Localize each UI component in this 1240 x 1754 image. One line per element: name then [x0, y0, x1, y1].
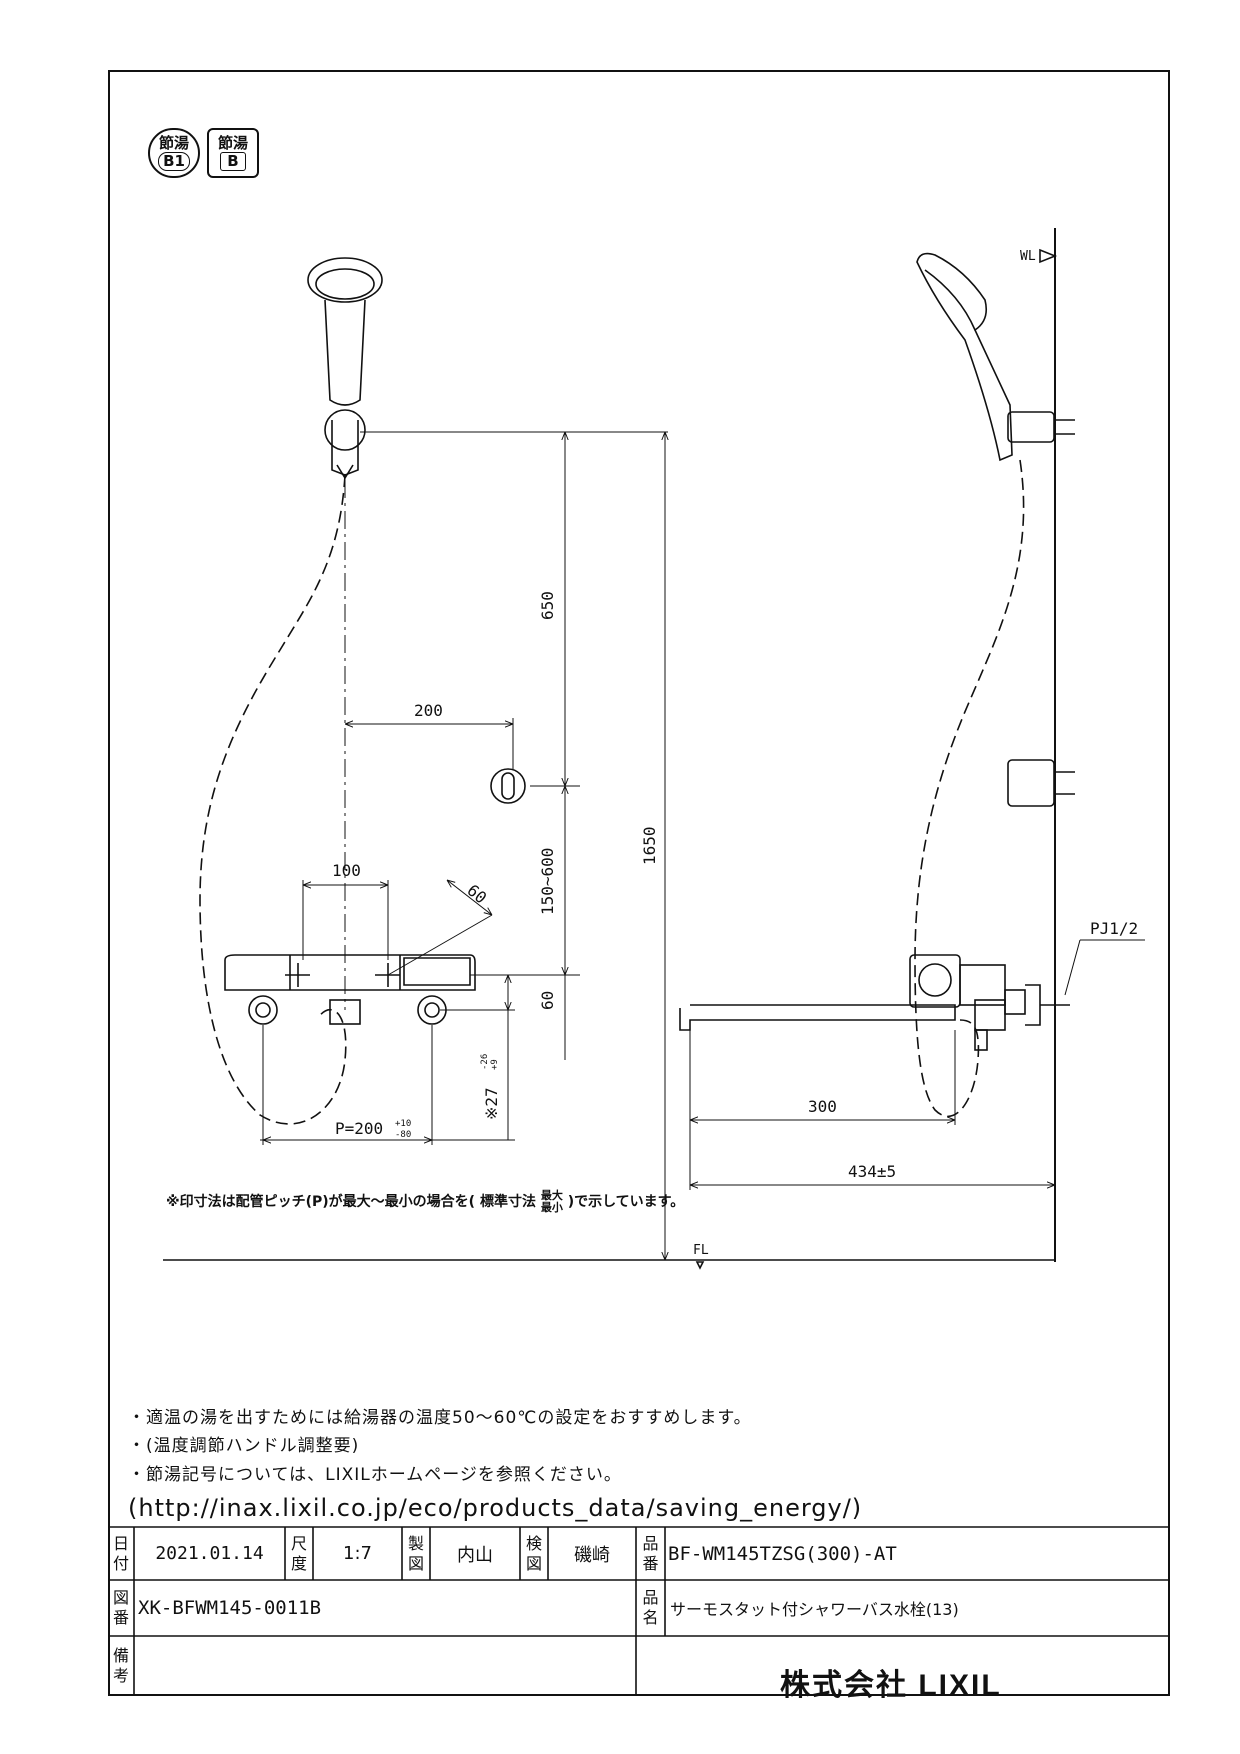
dim-27-tol-top: +9: [490, 1059, 500, 1070]
note-line-1: ・適温の湯を出すためには給湯器の温度50～60℃の設定をおすすめします。: [128, 1408, 752, 1428]
dim-100: 100: [332, 861, 361, 880]
dim-434: 434±5: [848, 1162, 896, 1181]
reference-url: (http://inax.lixil.co.jp/eco/products_da…: [128, 1494, 863, 1522]
product-name-label: 品名: [642, 1588, 659, 1627]
note-line-3: ・節湯記号については、LIXILホームページを参照ください。: [128, 1465, 622, 1485]
drawing-no-label: 図番: [112, 1588, 129, 1627]
label-fl: FL: [693, 1243, 709, 1258]
drawing-frame: [108, 70, 1170, 1696]
checked-label: 検図: [525, 1533, 542, 1573]
shower-head-side: [916, 252, 1013, 462]
checked-value: 磯崎: [574, 1544, 610, 1566]
dim-27: ※27: [482, 1087, 501, 1120]
note-line-2: ・(温度調節ハンドル調整要): [128, 1436, 360, 1456]
product-name-value: サーモスタット付シャワーバス水栓(13): [670, 1600, 959, 1619]
note-suffix: )で示しています。: [567, 1194, 685, 1210]
shower-hose-front: [199, 474, 347, 1125]
label-wl: WL: [1020, 249, 1036, 264]
scale-label: 尺度: [290, 1533, 307, 1573]
badge-line2: B1: [158, 152, 190, 171]
drawing-no-value: XK-BFWM145-0011B: [138, 1597, 322, 1619]
dim-27-tol-bot: -26: [480, 1054, 490, 1070]
dim-pitch-tol-top: +10: [395, 1119, 411, 1129]
shower-hose-side: [914, 459, 1025, 1117]
badge-line1: 節湯: [217, 134, 248, 152]
remarks-label: 備考: [112, 1646, 129, 1685]
dim-60-angle: 60: [463, 881, 490, 908]
note-prefix: ※印寸法は配管ピッチ(P)が最大～最小の場合を(: [166, 1194, 476, 1210]
date-value: 2021.01.14: [155, 1543, 264, 1564]
dimension-note: ※印寸法は配管ピッチ(P)が最大～最小の場合を( 標準寸法 最大 最小 )で示し…: [166, 1190, 684, 1214]
water-saving-badge-b: 節湯 B: [207, 128, 259, 178]
badge-line1: 節湯: [158, 134, 189, 152]
dim-pitch: P=200: [335, 1119, 383, 1138]
dim-200: 200: [414, 701, 443, 720]
shower-holder-front: [324, 409, 366, 480]
note-std: 標準寸法: [479, 1194, 536, 1210]
mixer-body-side: [909, 954, 1070, 1051]
date-label: 日付: [112, 1533, 129, 1573]
badge-line2: B: [220, 152, 246, 171]
dim-60: 60: [538, 991, 557, 1010]
mixer-body-front: [224, 954, 476, 1025]
dim-1650: 1650: [640, 826, 659, 865]
drawn-label: 製図: [407, 1533, 424, 1573]
spout-side: [679, 1004, 956, 1031]
dim-650: 650: [538, 591, 557, 620]
dim-300: 300: [808, 1097, 837, 1116]
label-pj: PJ1/2: [1090, 919, 1138, 938]
note-max: 最大: [540, 1189, 563, 1202]
dim-pitch-tol-bot: -80: [395, 1130, 411, 1140]
note-min: 最小: [540, 1201, 563, 1214]
dim-150-600: 150~600: [538, 848, 557, 915]
drawn-value: 内山: [457, 1544, 493, 1566]
title-block-grid: [108, 1526, 1170, 1696]
water-saving-badge-b1: 節湯 B1: [148, 128, 200, 178]
shower-head-front: [307, 257, 383, 406]
shower-holder-side: [1007, 411, 1075, 807]
part-no-value: BF-WM145TZSG(300)-AT: [668, 1542, 897, 1565]
slide-holder-front: [490, 768, 526, 804]
part-no-label: 品番: [642, 1533, 659, 1573]
scale-value: 1:7: [343, 1543, 372, 1564]
company-name: 株式会社 LIXIL: [780, 1669, 1002, 1702]
